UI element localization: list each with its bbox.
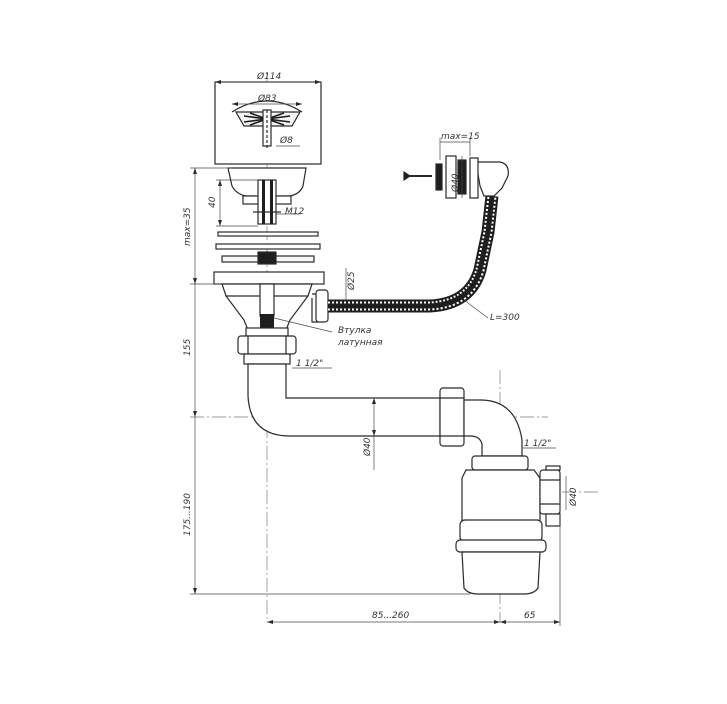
strainer-top-view [214,81,322,165]
trap-elbow [439,387,529,471]
label-bushing-1: Втулка [338,326,371,336]
dim-40: 40 [208,196,218,208]
dim-d114: Ø114 [256,71,282,82]
dim-w65: 65 [524,611,536,621]
dim-max35: max=35 [183,207,193,246]
dim-h155: 155 [183,339,193,356]
overflow-hose [328,195,499,313]
dim-d25: Ø25 [346,271,357,291]
washers [213,231,325,285]
label-bushing-2: латунная [337,338,383,348]
dim-h175-190: 175...190 [183,493,193,536]
dim-d40-overflow: Ø40 [450,173,461,193]
dim-w85-260: 85...260 [372,611,409,621]
dim-l300: L=300 [490,313,520,323]
drain-body [221,283,329,337]
dim-d40-trap: Ø40 [568,487,579,507]
dim-d8: Ø8 [279,135,293,146]
upper-pipe [237,335,441,437]
dim-d40-pipe: Ø40 [362,437,373,457]
dimension-arrows [193,80,560,624]
dim-m12: M12 [285,207,304,217]
dim-thread-top: 1 1/2" [296,359,323,369]
strainer-side [227,167,307,225]
dimension-lines [190,81,567,626]
dim-max15: max=15 [441,132,480,142]
bottle-trap [455,465,561,595]
dim-thread-trap: 1 1/2" [524,439,551,449]
dim-d83: Ø83 [257,93,277,104]
